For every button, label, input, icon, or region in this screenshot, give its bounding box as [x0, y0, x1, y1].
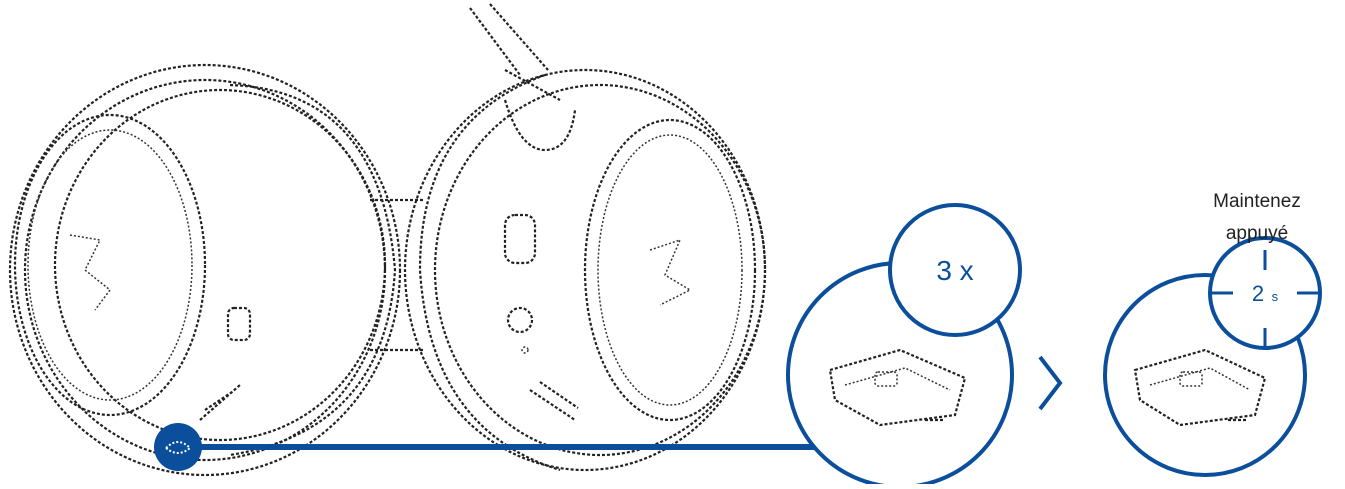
hold-instruction-label: Maintenez appuyé — [1196, 186, 1318, 250]
press-count-label: 3 x — [936, 255, 973, 286]
hold-duration-value: 2 — [1252, 281, 1264, 306]
zoom-press-panel — [786, 203, 1022, 489]
hold-instruction-line-1: Maintenez — [1213, 191, 1301, 212]
zoom-hold-panel — [1103, 236, 1322, 477]
hold-instruction-line-2: appuyé — [1225, 223, 1289, 244]
headband — [469, 3, 577, 152]
button-marker — [154, 423, 202, 471]
yoke — [370, 198, 425, 352]
hold-duration-unit: s — [1272, 289, 1279, 304]
chevron-right-icon — [1038, 355, 1063, 411]
right-ear-cup — [403, 68, 767, 472]
hold-duration-label: 2 s — [1252, 281, 1279, 306]
left-ear-cup — [8, 63, 402, 477]
